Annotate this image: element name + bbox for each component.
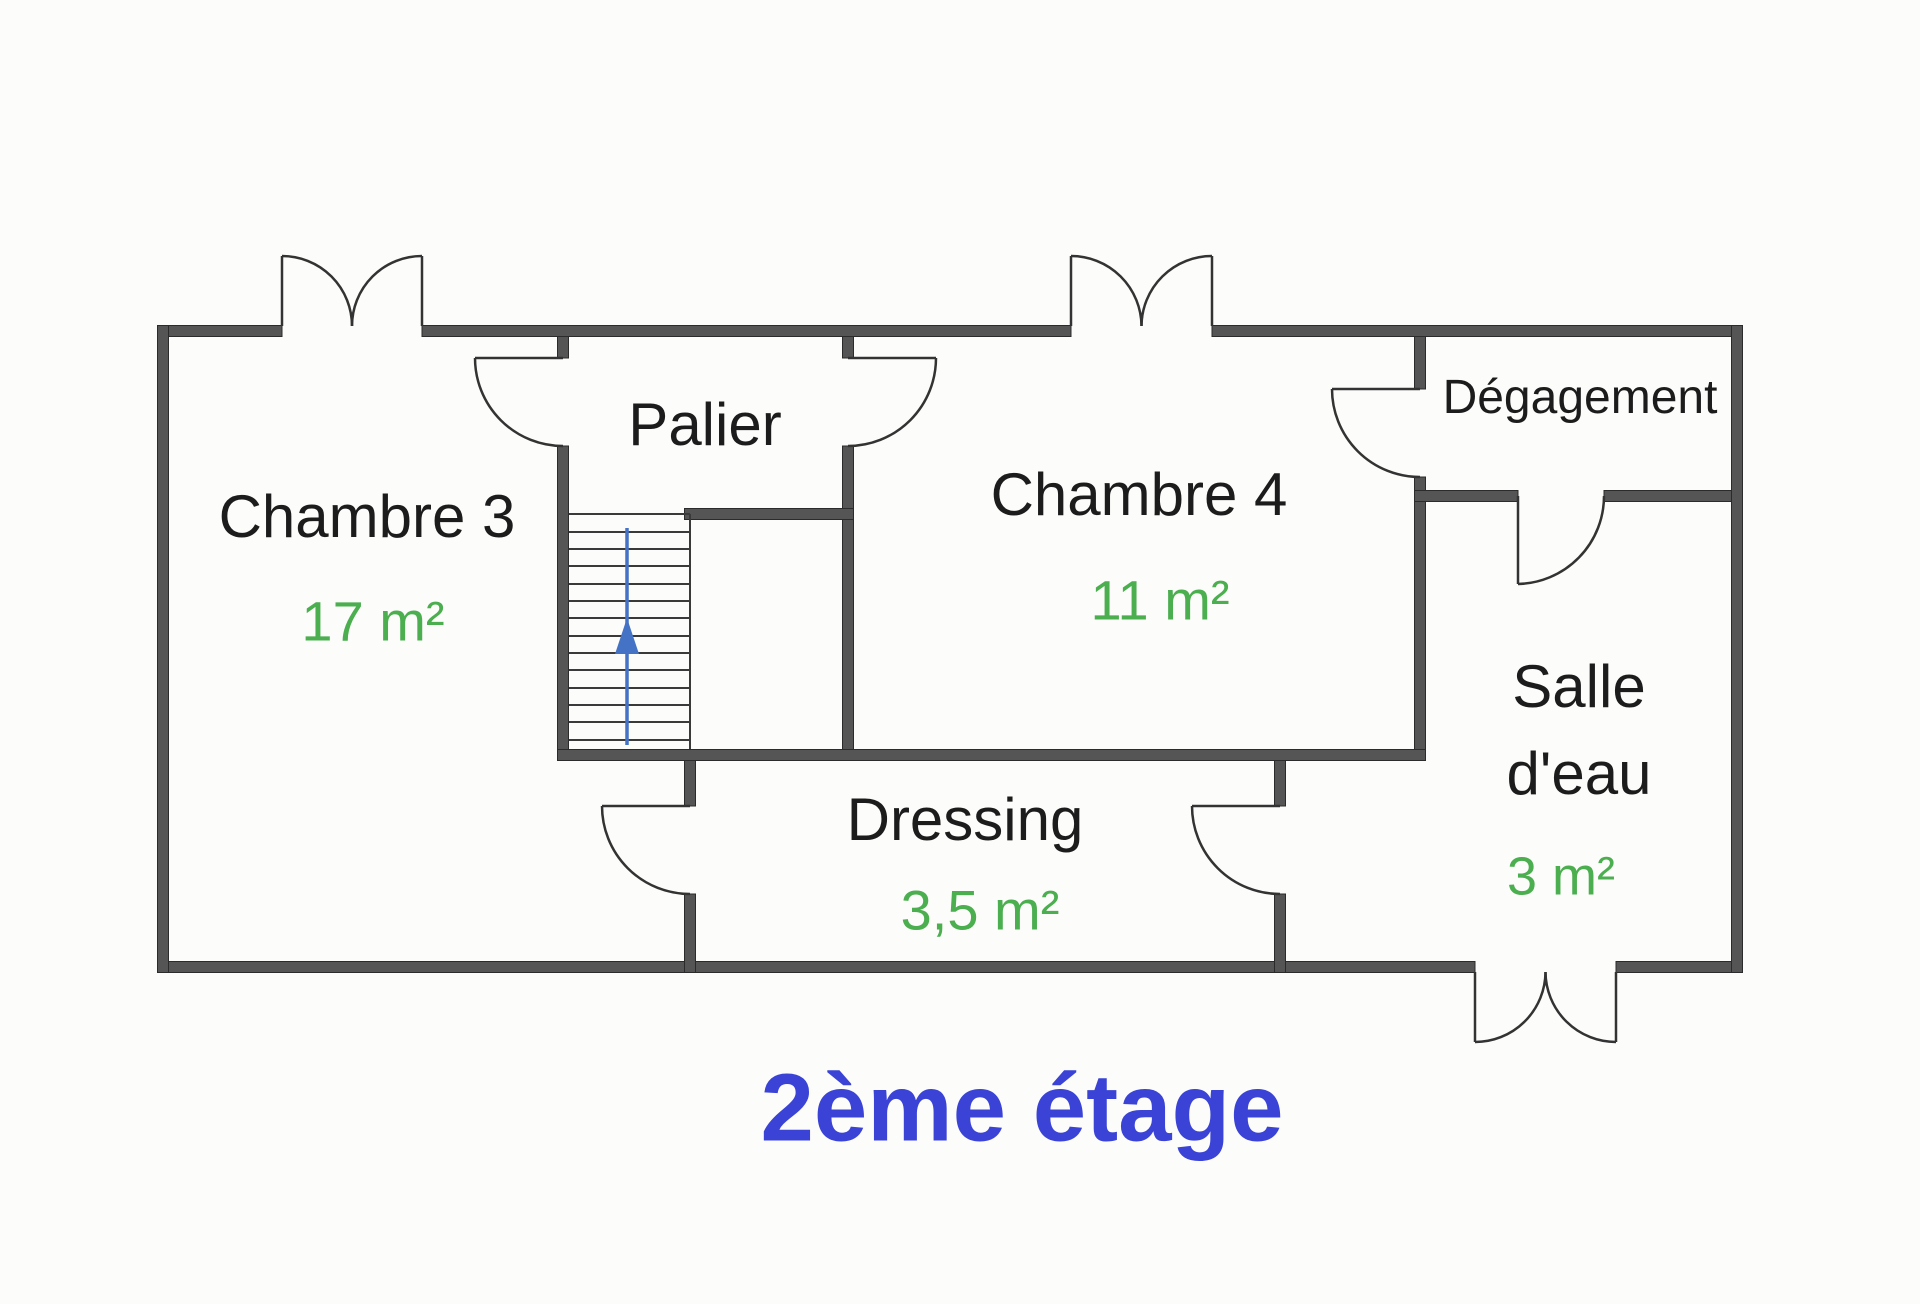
wall-right [1731, 325, 1743, 973]
wall-palier-chambre4-upper [842, 336, 854, 359]
wall-middle-horizontal [557, 749, 1426, 761]
wall-chambre3-palier-upper [557, 336, 569, 359]
walls [157, 325, 1743, 973]
room-label-salle-deau-line1: Salle [1512, 653, 1646, 720]
room-area-chambre3: 17 m² [301, 589, 445, 653]
stairs-up-arrow [615, 528, 639, 745]
wall-top-middle [421, 325, 1072, 337]
door-dressing-left-icon [600, 804, 691, 896]
wall-chambre4-right-lower [1414, 476, 1426, 761]
wall-palier-chambre4-lower [842, 445, 854, 761]
room-area-chambre4: 11 m² [1090, 568, 1230, 632]
doors [280, 254, 1618, 1044]
wall-degagement-bottom-right [1603, 490, 1732, 502]
wall-palier-stairs [684, 508, 854, 520]
door-palier-chambre4-icon [847, 356, 938, 448]
room-label-degagement: Dégagement [1442, 371, 1718, 425]
arrow-head-icon [615, 618, 639, 654]
door-chambre4-right-icon [1330, 387, 1421, 479]
door-dressing-right-icon [1190, 804, 1281, 896]
room-label-salle-deau: Salle d'eau [1507, 643, 1652, 817]
room-label-chambre3: Chambre 3 [218, 483, 516, 550]
double-door-chambre4-icon [1069, 254, 1214, 327]
room-label-salle-deau-line2: d'eau [1506, 740, 1652, 807]
wall-dressing-left-lower [684, 893, 696, 973]
double-door-chambre3-icon [280, 254, 424, 327]
wall-degagement-bottom-left [1414, 490, 1519, 502]
door-chambre3-palier-icon [473, 356, 564, 448]
room-area-salle-deau: 3 m² [1507, 846, 1615, 907]
wall-bottom-right [1615, 961, 1743, 973]
wall-left [157, 325, 169, 973]
floor-title: 2ème étage [760, 1054, 1284, 1162]
room-label-palier: Palier [628, 391, 782, 458]
room-area-dressing: 3,5 m² [900, 878, 1060, 942]
wall-top-left [157, 325, 283, 337]
wall-chambre4-right-upper [1414, 336, 1426, 390]
wall-top-right [1211, 325, 1743, 337]
room-label-chambre4: Chambre 4 [990, 461, 1288, 528]
wall-dressing-right-lower [1274, 893, 1286, 973]
door-degagement-salle-deau-icon [1516, 495, 1606, 586]
room-label-dressing: Dressing [846, 786, 1084, 853]
double-door-salle-deau-icon [1473, 971, 1618, 1044]
wall-chambre3-palier-lower [557, 445, 569, 761]
